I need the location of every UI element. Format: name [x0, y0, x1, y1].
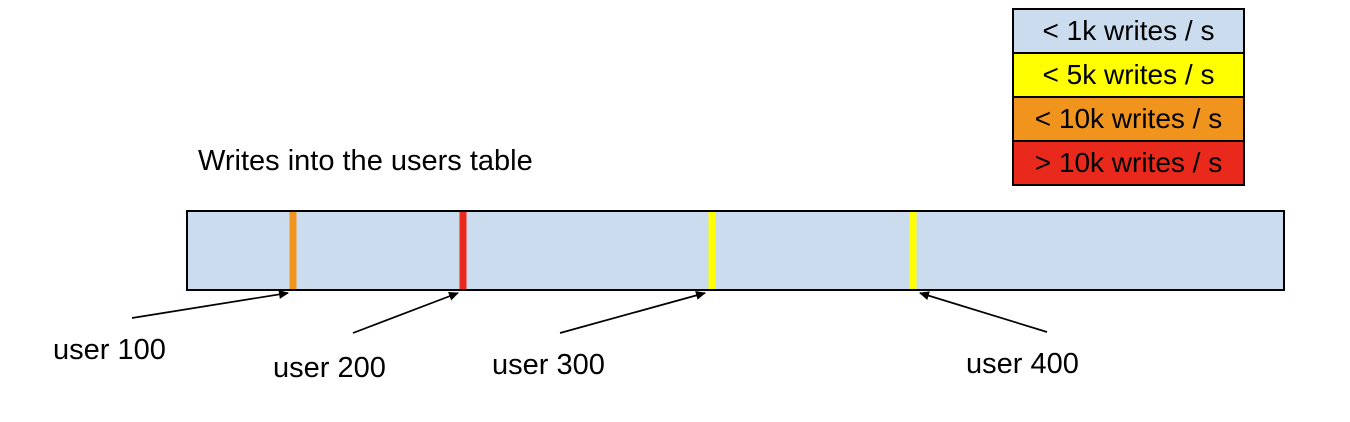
- arrow-user-400: [919, 291, 1048, 333]
- legend-label-lt-5k: < 5k writes / s: [1042, 59, 1215, 90]
- legend-label-gt-10k: > 10k writes / s: [1034, 147, 1223, 178]
- arrow-user-100: [131, 289, 289, 319]
- write-rate-mark-user-200: [459, 212, 467, 289]
- write-rate-mark-user-100: [289, 212, 297, 289]
- legend-row-1: < 5k writes / s: [1012, 52, 1245, 98]
- legend-label-lt-10k: < 10k writes / s: [1034, 103, 1223, 134]
- user-300-label: user 300: [492, 349, 605, 381]
- legend-row-0: < 1k writes / s: [1012, 8, 1245, 54]
- diagram-title: Writes into the users table: [198, 145, 533, 177]
- user-200-label: user 200: [273, 352, 386, 384]
- user-400-label: user 400: [966, 348, 1079, 380]
- arrow-user-300: [559, 291, 706, 334]
- legend: < 1k writes / s < 5k writes / s < 10k wr…: [1012, 8, 1245, 186]
- write-rate-mark-user-400: [909, 212, 917, 289]
- user-100-label: user 100: [53, 334, 166, 366]
- arrow-user-200: [352, 291, 459, 334]
- write-rate-mark-user-300: [708, 212, 716, 289]
- users-table-bar: [186, 210, 1285, 291]
- legend-row-3: > 10k writes / s: [1012, 140, 1245, 186]
- legend-row-2: < 10k writes / s: [1012, 96, 1245, 142]
- legend-label-lt-1k: < 1k writes / s: [1042, 15, 1215, 46]
